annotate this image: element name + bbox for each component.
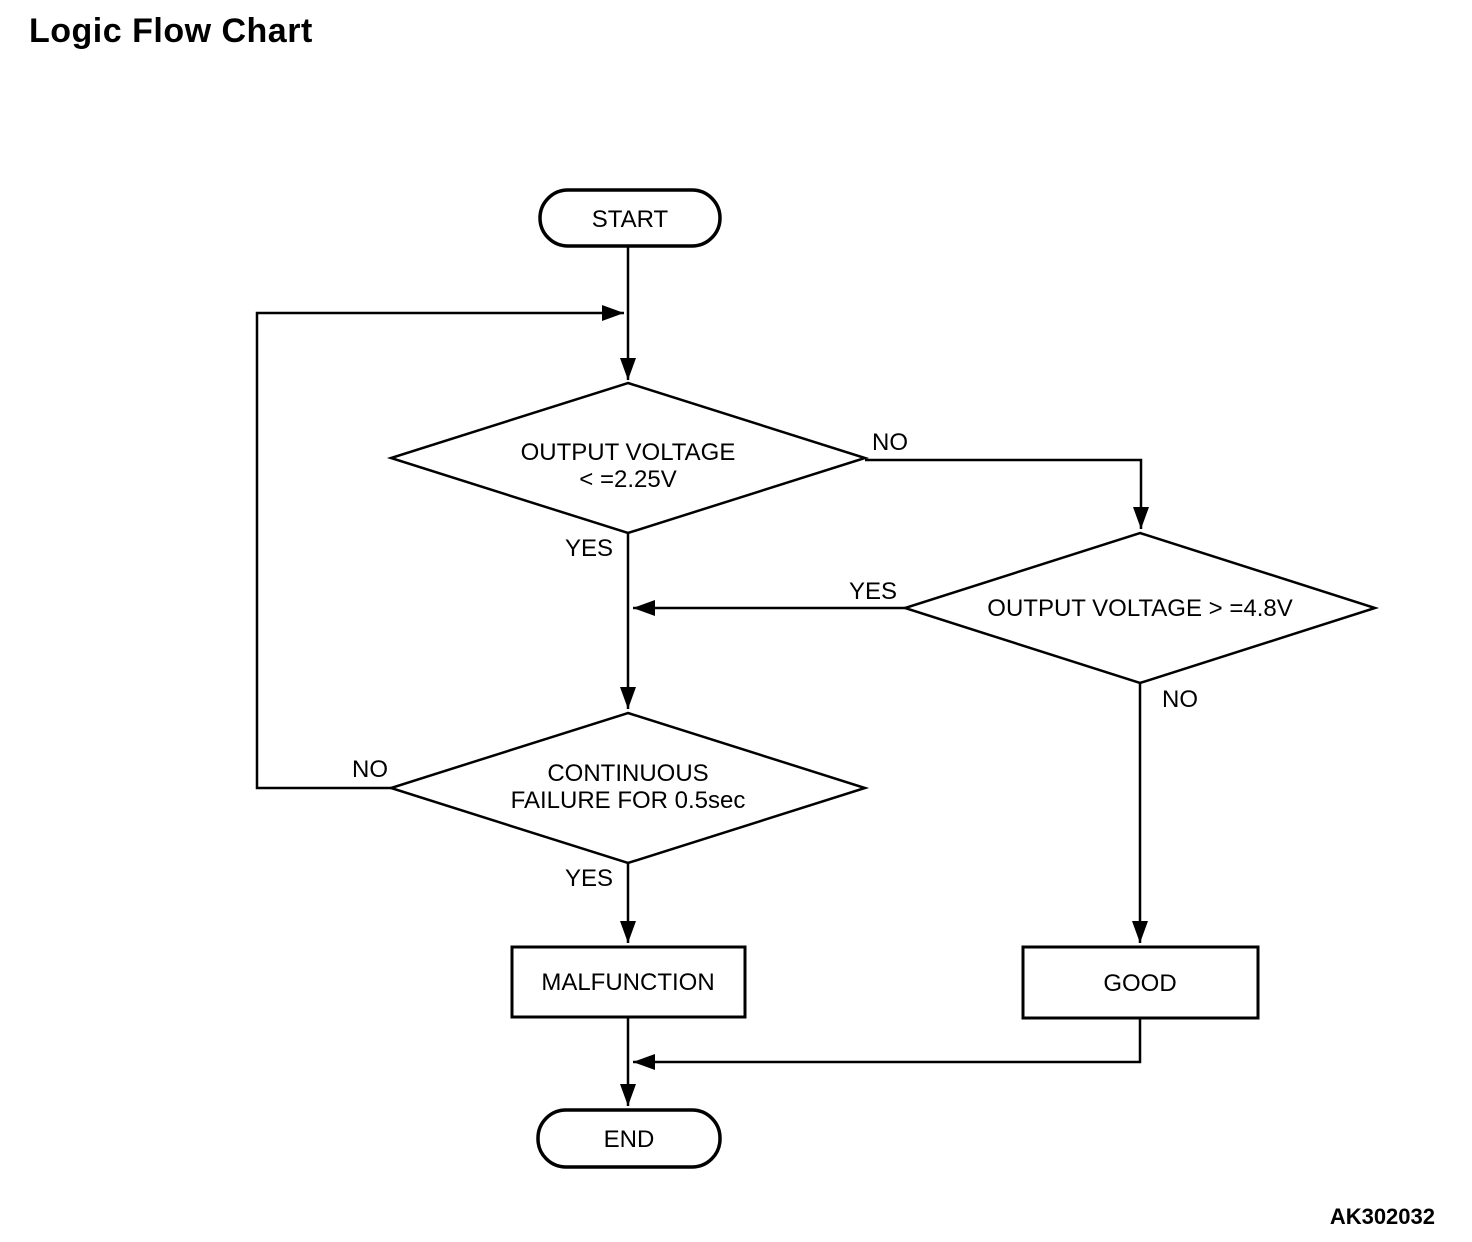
malfunction-label: MALFUNCTION — [541, 969, 714, 996]
label-continuous-failure-no: NO — [352, 756, 388, 783]
continuous-failure-label-line1: CONTINUOUS — [547, 760, 708, 787]
voltage-high-label: OUTPUT VOLTAGE > =4.8V — [987, 595, 1292, 622]
node-decision-voltage-low: OUTPUT VOLTAGE < =2.25V — [386, 381, 870, 535]
voltage-low-diamond — [386, 381, 870, 535]
label-voltage-high-yes: YES — [849, 578, 897, 605]
voltage-high-diamond — [900, 531, 1380, 685]
label-voltage-low-no: NO — [872, 429, 908, 456]
edge-voltage-low-no — [865, 458, 1150, 529]
continuous-failure-diamond — [386, 711, 870, 865]
node-start: START — [538, 188, 722, 248]
label-voltage-high-no: NO — [1162, 686, 1198, 713]
edge-labels: YES NO YES NO NO YES — [352, 429, 1198, 892]
label-voltage-low-yes: YES — [565, 535, 613, 562]
figure-code: AK302032 — [1329, 1204, 1435, 1229]
node-good: GOOD — [1021, 945, 1260, 1020]
node-decision-continuous-failure: CONTINUOUS FAILURE FOR 0.5sec — [386, 711, 870, 865]
page-title: Logic Flow Chart — [29, 12, 313, 50]
end-label: END — [604, 1126, 655, 1153]
node-malfunction: MALFUNCTION — [510, 945, 747, 1019]
node-end: END — [536, 1108, 722, 1169]
voltage-low-label-line1: OUTPUT VOLTAGE — [521, 439, 736, 466]
good-label: GOOD — [1103, 970, 1176, 997]
label-continuous-failure-yes: YES — [565, 865, 613, 892]
edge-good-to-end-join — [633, 1018, 1142, 1071]
node-decision-voltage-high: OUTPUT VOLTAGE > =4.8V — [900, 531, 1380, 685]
continuous-failure-label-line2: FAILURE FOR 0.5sec — [511, 787, 746, 814]
edge-continuous-failure-no-loop — [255, 304, 624, 790]
malfunction-shape — [510, 945, 747, 1019]
start-shape — [538, 188, 722, 248]
voltage-low-label-line2: < =2.25V — [579, 466, 676, 493]
flow-edges — [255, 246, 1150, 1106]
end-shape — [536, 1108, 722, 1169]
start-label: START — [592, 206, 669, 233]
good-shape — [1021, 945, 1260, 1020]
